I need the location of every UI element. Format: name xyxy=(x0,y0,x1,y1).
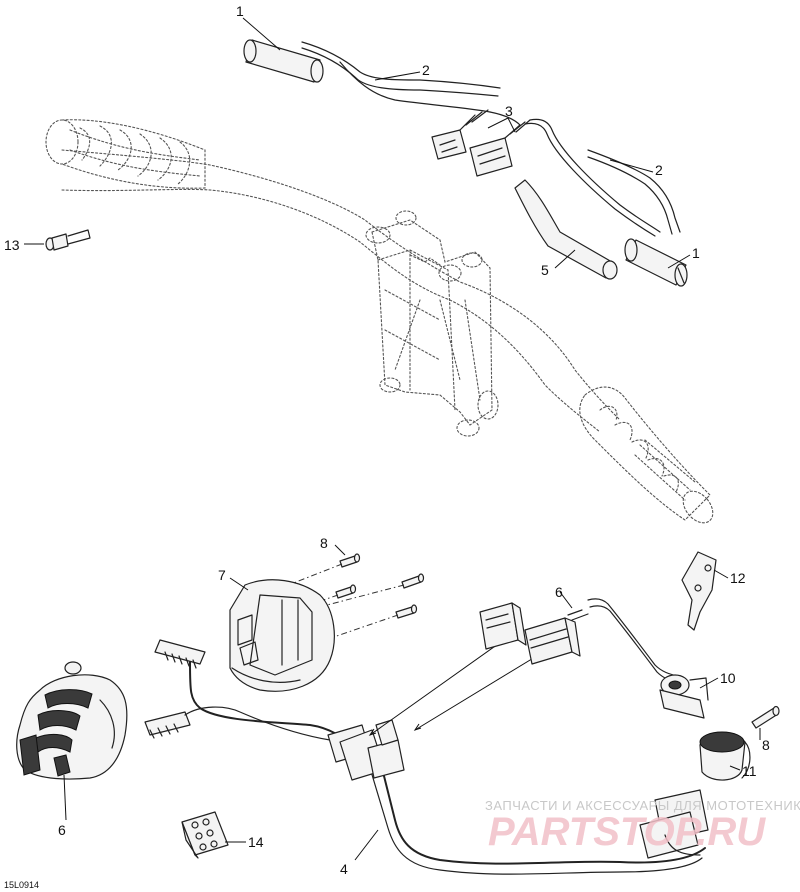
left-grip xyxy=(45,119,206,189)
callout-8: 8 xyxy=(320,535,328,551)
heater-element-right xyxy=(624,238,688,287)
leader-lines xyxy=(24,17,761,861)
bolt-13 xyxy=(45,229,91,251)
callout-14: 14 xyxy=(248,834,264,850)
callout-11: 11 xyxy=(742,763,757,779)
screws-8 xyxy=(335,553,425,619)
switch-housing-7 xyxy=(229,579,335,692)
callout-6: 6 xyxy=(555,584,563,600)
handlebar xyxy=(45,119,714,524)
connectors-mid xyxy=(479,602,581,665)
callout-3: 3 xyxy=(505,103,513,119)
connector-14 xyxy=(181,811,229,859)
watermark-logo: PARTSTOP.RU xyxy=(488,810,766,854)
callout-8: 8 xyxy=(762,737,770,753)
callout-1: 1 xyxy=(236,3,244,19)
heater-wire-right xyxy=(587,149,681,235)
connector-pair-top xyxy=(431,109,661,237)
throttle-grip-tube xyxy=(514,179,618,280)
callout-2: 2 xyxy=(422,62,430,78)
callout-labels: 1 2 3 2 1 5 13 8 7 6 12 10 8 11 6 14 4 xyxy=(4,3,770,877)
callout-6: 6 xyxy=(58,822,66,838)
watermark-tagline: ЗАПЧАСТИ И АКСЕССУАРЫ ДЛЯ МОТОТЕХНИКИ xyxy=(485,798,800,813)
wiring-harness-4 xyxy=(184,661,709,875)
callout-5: 5 xyxy=(541,262,549,278)
callout-2: 2 xyxy=(655,162,663,178)
heater-wire-left xyxy=(301,41,521,126)
handlebar-riser xyxy=(365,210,499,437)
knob-11 xyxy=(699,731,751,781)
drawing-code: 15L0914 xyxy=(4,880,39,890)
callout-7: 7 xyxy=(218,567,226,583)
callout-13: 13 xyxy=(4,237,20,253)
housing-connector xyxy=(144,639,206,739)
callout-4: 4 xyxy=(340,861,348,877)
terminal-pins-6 xyxy=(567,598,683,684)
callout-10: 10 xyxy=(720,670,736,686)
callout-1: 1 xyxy=(692,245,700,261)
socket-10 xyxy=(659,674,709,719)
switch-module-6 xyxy=(16,661,128,780)
screw-8-right xyxy=(751,705,780,729)
watermark: ЗАПЧАСТИ И АКСЕССУАРЫ ДЛЯ МОТОТЕХНИКИ PA… xyxy=(485,798,800,854)
bracket-12 xyxy=(681,551,717,631)
right-grip xyxy=(579,386,714,524)
heater-element-left xyxy=(243,39,324,83)
callout-12: 12 xyxy=(730,570,746,586)
